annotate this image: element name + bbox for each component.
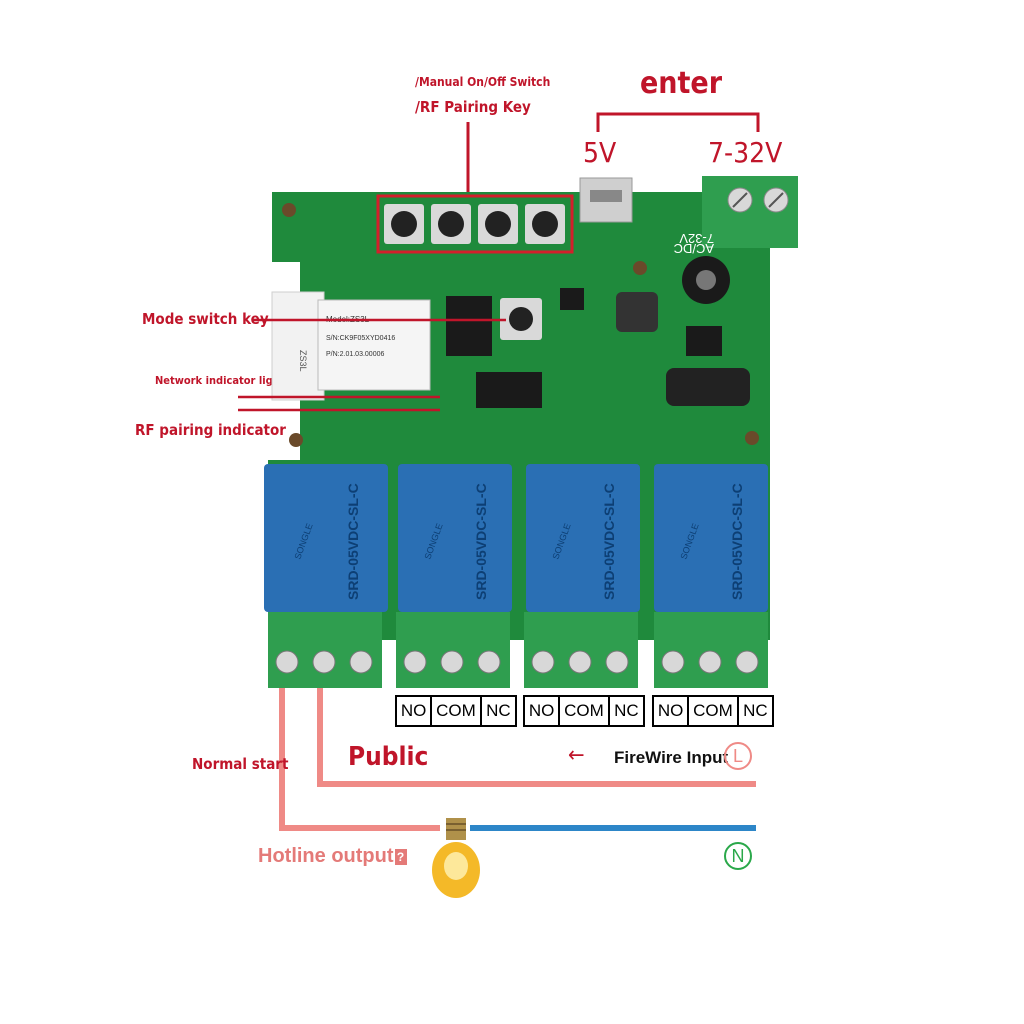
ic-1 (446, 296, 492, 356)
rf-pairing-key-label: /RF Pairing Key (415, 98, 531, 116)
7-32v-label: 7-32V (708, 136, 783, 169)
hotline-output-text: Hotline output (258, 845, 394, 867)
terminal-nc-1: NC (486, 701, 511, 720)
firewire-input-label: FireWire Input (614, 748, 729, 767)
relay-2-model: SRD-05VDC-SL-C (473, 483, 489, 600)
terminal-label-2: NO COM NC (523, 695, 645, 727)
light-bulb-icon (432, 818, 480, 898)
relays (264, 464, 768, 612)
module-text-2: S/N:CK9F05XYD0416 (326, 335, 395, 342)
module-text-3: P/N:2.01.03.00006 (326, 351, 384, 358)
public-label: Public (348, 742, 429, 772)
terminal-nc-2: NC (614, 701, 639, 720)
module-side-text: ZS3L (298, 350, 308, 372)
hotline-output-label: Hotline output? (258, 845, 407, 868)
normal-start-label: Normal start (192, 755, 289, 773)
power-terminal (702, 176, 798, 248)
terminal-com-2: COM (560, 697, 610, 725)
terminal-label-3: NO COM NC (652, 695, 774, 727)
mode-switch-key-label: Mode switch key (142, 310, 269, 328)
terminal-no-3: NO (654, 697, 690, 725)
svg-text:7-32V: 7-32V (679, 231, 714, 246)
side-connector (271, 291, 325, 401)
live-symbol-icon: L (724, 742, 752, 770)
inductor (616, 292, 658, 332)
antenna-coil (666, 368, 750, 406)
enter-bracket (596, 112, 760, 132)
ic-2 (476, 372, 542, 408)
output-terminals (268, 612, 768, 688)
ic-4 (560, 288, 584, 310)
neutral-symbol-icon: N (724, 842, 752, 870)
rf-pairing-indicator-label: RF pairing indicator (135, 421, 286, 439)
hot-wire (279, 688, 440, 831)
wiring (279, 688, 756, 831)
5v-label: 5V (583, 136, 617, 169)
network-indicator-label: Network indicator light (155, 374, 285, 387)
hotline-output-glyph: ? (394, 848, 407, 865)
relay-4-model: SRD-05VDC-SL-C (729, 483, 745, 600)
push-buttons (384, 204, 565, 244)
enter-label: enter (640, 66, 723, 101)
button-group-highlight (376, 194, 574, 254)
manual-switch-label: /Manual On/Off Switch (415, 75, 551, 89)
relay-3-model: SRD-05VDC-SL-C (601, 483, 617, 600)
terminal-screws (275, 650, 759, 674)
terminal-com-3: COM (689, 697, 739, 725)
ic-3 (686, 326, 722, 356)
terminal-com-1: COM (432, 697, 482, 725)
radio-module: Model:ZS3L S/N:CK9F05XYD0416 P/N:2.01.03… (317, 299, 431, 391)
terminal-nc-3: NC (743, 701, 768, 720)
svg-text:AC/DC: AC/DC (674, 241, 714, 256)
terminal-no-1: NO (397, 697, 433, 725)
terminal-no-2: NO (525, 697, 561, 725)
terminal-label-1: NO COM NC (395, 695, 517, 727)
relay-1-model: SRD-05VDC-SL-C (345, 483, 361, 600)
public-wire (317, 688, 756, 787)
arrow-left-icon: ← (568, 743, 585, 768)
